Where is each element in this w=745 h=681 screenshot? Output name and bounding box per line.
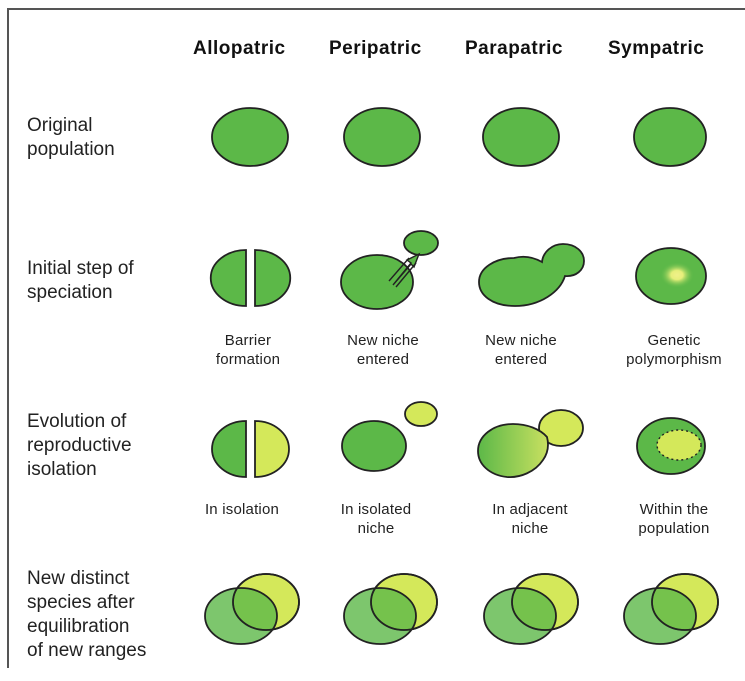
peripatric-isolated-niche bbox=[404, 401, 438, 427]
overlap-sympatric bbox=[623, 573, 719, 645]
allopatric-barrier-left-half bbox=[209, 249, 247, 307]
allopatric-barrier-right-half bbox=[254, 249, 292, 307]
figure-frame bbox=[7, 8, 745, 668]
caption-genetic-polymorphism: Genetic polymorphism bbox=[626, 332, 722, 368]
sympatric-polymorphism-hotspot bbox=[660, 262, 694, 288]
overlap-allopatric bbox=[204, 573, 300, 645]
caption-in-isolated-niche: In isolated niche bbox=[340, 501, 412, 537]
column-header-sympatric: Sympatric bbox=[608, 38, 705, 59]
allopatric-isolated-right-half bbox=[254, 420, 290, 478]
caption-new-niche-parapatric: New niche entered bbox=[485, 332, 557, 368]
peripatric-main-population bbox=[340, 254, 414, 310]
column-header-parapatric: Parapatric bbox=[465, 38, 563, 59]
original-population-sympatric bbox=[633, 107, 707, 167]
row-label-new-species: New distinct species after equilibration… bbox=[27, 568, 147, 661]
parapatric-parent-population bbox=[477, 423, 549, 478]
original-population-allopatric bbox=[211, 107, 289, 167]
sympatric-isolated-subgroup bbox=[656, 429, 702, 461]
caption-barrier-formation: Barrier formation bbox=[215, 332, 281, 368]
caption-within-population: Within the population bbox=[638, 501, 710, 537]
original-population-parapatric bbox=[482, 107, 560, 167]
row-label-initial-step: Initial step of speciation bbox=[27, 258, 134, 303]
caption-in-adjacent-niche: In adjacent niche bbox=[492, 501, 568, 537]
overlap-peripatric bbox=[343, 573, 438, 645]
peripatric-migration-arrow bbox=[388, 252, 421, 288]
row-label-original-population: Original population bbox=[27, 115, 115, 160]
caption-new-niche-peripatric: New niche entered bbox=[347, 332, 419, 368]
peripatric-founder-niche bbox=[403, 230, 439, 256]
peripatric-parent-population bbox=[341, 420, 407, 472]
column-header-peripatric: Peripatric bbox=[329, 38, 422, 59]
row-label-reproductive-isolation: Evolution of reproductive isolation bbox=[27, 411, 132, 480]
allopatric-isolated-left-half bbox=[211, 420, 247, 478]
original-population-peripatric bbox=[343, 107, 421, 167]
column-header-allopatric: Allopatric bbox=[193, 38, 286, 59]
caption-in-isolation: In isolation bbox=[204, 501, 280, 518]
parapatric-adjacent-niche bbox=[538, 409, 584, 447]
overlap-parapatric bbox=[483, 573, 579, 645]
parapatric-expanding-population bbox=[478, 243, 585, 307]
